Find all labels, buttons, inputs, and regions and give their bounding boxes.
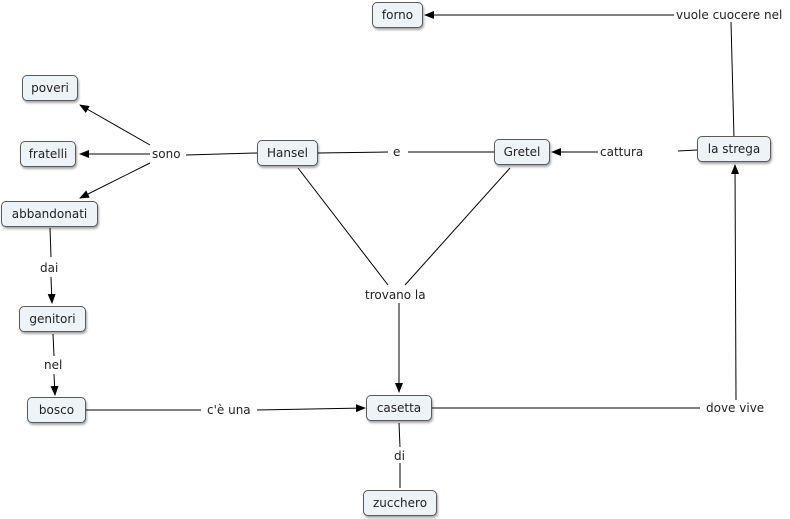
link-trovano-la[interactable]: trovano la — [364, 288, 427, 302]
link-di[interactable]: di — [393, 449, 406, 463]
concept-poveri[interactable]: poveri — [22, 75, 78, 101]
concept-fratelli[interactable]: fratelli — [20, 141, 76, 167]
concept-gretel[interactable]: Gretel — [494, 139, 550, 165]
connector-line — [79, 162, 151, 199]
connector-line — [317, 151, 389, 154]
concept-genitori[interactable]: genitori — [19, 306, 86, 332]
connector-line — [52, 333, 55, 357]
connector-line — [49, 227, 52, 258]
connector-line — [50, 373, 59, 396]
concept-forno[interactable]: forno — [372, 2, 423, 28]
link-dai[interactable]: dai — [39, 261, 60, 275]
link-vuole-cuocere-nel[interactable]: vuole cuocere nel — [675, 8, 784, 22]
concept-casetta[interactable]: casetta — [366, 395, 432, 421]
concept-hansel[interactable]: Hansel — [257, 140, 318, 166]
link-cattura[interactable]: cattura — [599, 145, 645, 159]
connector-line — [398, 422, 401, 448]
link-sono[interactable]: sono — [151, 147, 182, 161]
link-ce-una[interactable]: c'è una — [206, 403, 252, 417]
connector-line — [404, 167, 511, 286]
connector-line — [256, 404, 366, 413]
connector-line — [677, 149, 698, 152]
link-nel[interactable]: nel — [43, 358, 64, 372]
link-e[interactable]: e — [392, 145, 402, 159]
connector-line — [731, 164, 740, 401]
connector-line — [297, 167, 389, 286]
connector-line — [47, 276, 56, 304]
connector-line — [730, 21, 735, 139]
concept-abbandonati[interactable]: abbandonati — [1, 201, 98, 227]
concept-zucchero[interactable]: zucchero — [363, 490, 437, 516]
link-dove-vive[interactable]: dove vive — [705, 401, 766, 415]
concept-la-strega[interactable]: la strega — [697, 136, 771, 162]
concept-bosco[interactable]: bosco — [27, 397, 86, 423]
connector-line — [79, 104, 151, 146]
connector-line — [185, 152, 258, 156]
